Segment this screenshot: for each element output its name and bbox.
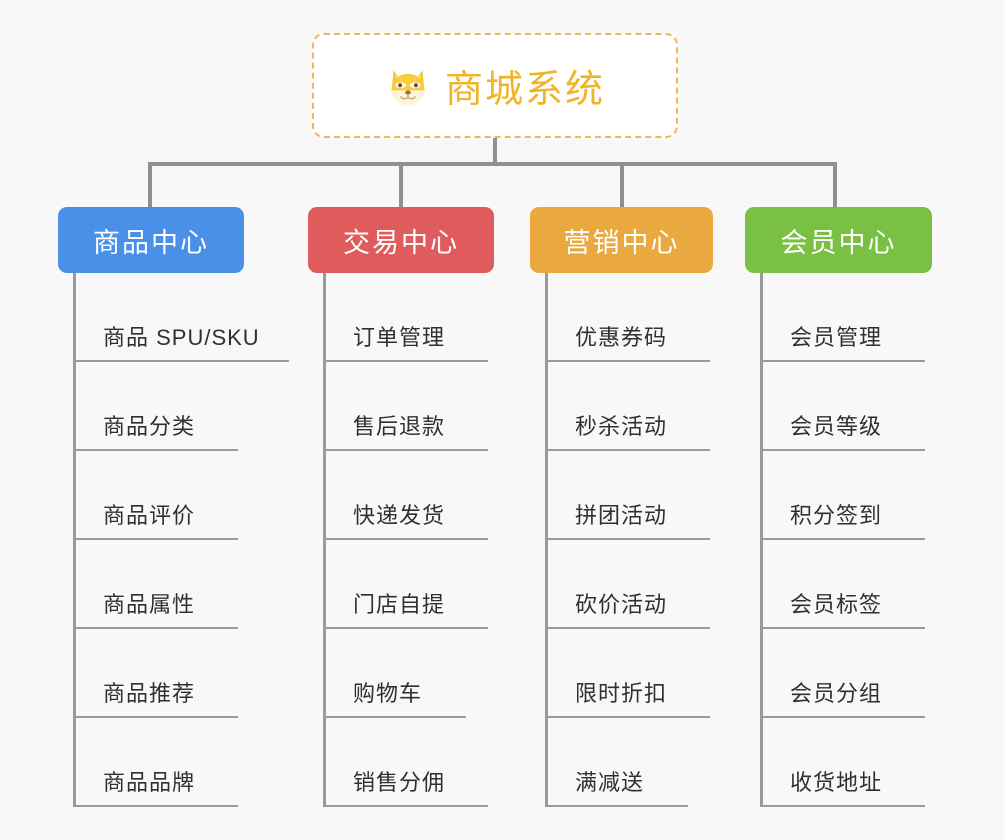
leaf-label: 收货地址 <box>790 770 883 795</box>
leaf-label: 快递发货 <box>353 503 446 528</box>
leaf-label: 购物车 <box>353 681 423 706</box>
leaf-label: 会员等级 <box>790 414 883 439</box>
leaf-underline <box>73 627 238 629</box>
leaf-underline <box>760 449 925 451</box>
leaf-underline <box>760 627 925 629</box>
connector-drop-member-center <box>833 162 837 207</box>
leaf-underline <box>323 449 488 451</box>
category-label: 商品中心 <box>93 227 209 258</box>
leaf-underline <box>760 538 925 540</box>
category-header-marketing-center[interactable]: 营销中心 <box>530 207 713 273</box>
leaf-label: 优惠券码 <box>575 325 668 350</box>
leaf-underline <box>760 360 925 362</box>
leaf-underline <box>73 538 238 540</box>
leaf-underline <box>323 538 488 540</box>
leaf-label: 会员标签 <box>790 592 883 617</box>
leaf-underline <box>760 805 925 807</box>
leaf-underline <box>545 805 688 807</box>
connector-drop-trade-center <box>399 162 403 207</box>
leaf-label: 秒杀活动 <box>575 414 668 439</box>
leaf-underline <box>323 627 488 629</box>
leaf-label: 会员分组 <box>790 681 883 706</box>
leaf-underline <box>73 805 238 807</box>
leaf-underline <box>545 538 710 540</box>
leaf-underline <box>323 716 466 718</box>
leaf-label: 满减送 <box>575 770 645 795</box>
category-header-member-center[interactable]: 会员中心 <box>745 207 932 273</box>
leaf-underline <box>323 360 488 362</box>
leaf-label: 商品推荐 <box>103 681 196 706</box>
leaf-label: 拼团活动 <box>575 503 668 528</box>
leaf-label: 商品评价 <box>103 503 196 528</box>
leaf-underline <box>545 449 710 451</box>
category-label: 营销中心 <box>563 227 680 258</box>
root-title: 商城系统 <box>444 69 605 111</box>
root-node-shop-system[interactable]: 商城系统 <box>312 33 678 138</box>
category-header-product-center[interactable]: 商品中心 <box>58 207 244 273</box>
leaf-label: 积分签到 <box>790 503 883 528</box>
leaf-label: 商品分类 <box>103 414 196 439</box>
category-header-trade-center[interactable]: 交易中心 <box>308 207 494 273</box>
leaf-label: 会员管理 <box>790 325 883 350</box>
leaf-underline <box>760 716 925 718</box>
leaf-label: 商品属性 <box>103 592 196 617</box>
connector-drop-marketing-center <box>620 162 624 207</box>
leaf-underline <box>545 360 710 362</box>
leaf-label: 限时折扣 <box>575 681 668 706</box>
leaf-underline <box>73 716 238 718</box>
leaf-underline <box>73 360 289 362</box>
connector-root-stem <box>493 138 497 164</box>
connector-horizontal-bus <box>148 162 836 166</box>
leaf-label: 销售分佣 <box>353 770 446 795</box>
leaf-underline <box>73 449 238 451</box>
leaf-label: 商品 SPU/SKU <box>103 325 260 350</box>
connector-drop-product-center <box>148 162 152 207</box>
leaf-label: 订单管理 <box>353 325 446 350</box>
category-label: 会员中心 <box>780 227 897 258</box>
leaf-label: 砍价活动 <box>575 592 668 617</box>
leaf-label: 商品品牌 <box>103 770 196 795</box>
leaf-label: 门店自提 <box>353 592 446 617</box>
leaf-underline <box>323 805 488 807</box>
leaf-underline <box>545 627 710 629</box>
leaf-label: 售后退款 <box>353 414 446 439</box>
category-label: 交易中心 <box>343 227 459 258</box>
leaf-underline <box>545 716 710 718</box>
dog-face-icon <box>385 63 431 109</box>
